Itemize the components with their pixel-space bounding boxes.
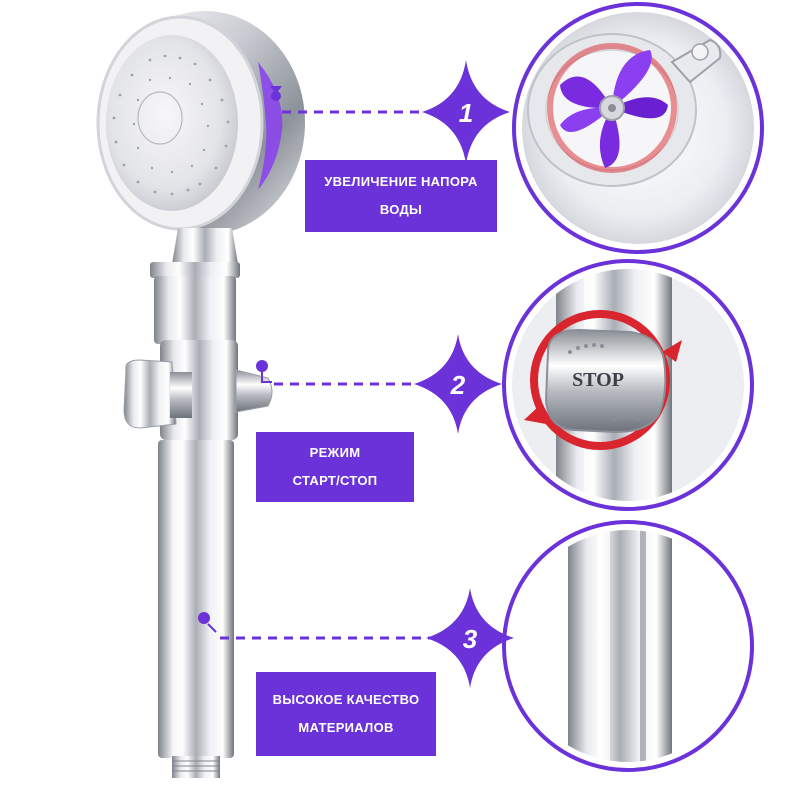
stop-button-icon: STOP (524, 310, 682, 450)
shower-thread-end (172, 756, 220, 778)
feature-3-label: ВЫСОКОЕ КАЧЕСТВО МАТЕРИАЛОВ (256, 672, 436, 756)
shower-upper-body (154, 276, 236, 344)
feature-3-label-line2: МАТЕРИАЛОВ (298, 720, 394, 735)
feature-1-label: УВЕЛИЧЕНИЕ НАПОРА ВОДЫ (305, 160, 497, 232)
nozzle-dots (112, 54, 230, 196)
badge-2-star (414, 334, 502, 434)
feature-1-label-line2: ВОДЫ (379, 202, 423, 217)
nozzle-center-ring (137, 91, 183, 145)
badge-2-number: 2 (450, 370, 466, 400)
pointer-3-dot (198, 612, 210, 624)
pointer-1-dot (271, 91, 281, 101)
switch-stop-button (235, 369, 273, 413)
pointer-2-dot (256, 360, 268, 372)
detail-circle-1 (512, 2, 764, 254)
detail-circle-3 (502, 520, 754, 772)
switch-left-knob (123, 359, 177, 429)
badge-3-star (426, 588, 514, 688)
feature-3-label-line1: ВЫСОКОЕ КАЧЕСТВО (272, 692, 420, 707)
feature-2-label-line1: РЕЖИМ (309, 445, 361, 460)
shower-neck (172, 228, 238, 264)
badge-1-number: 1 (459, 98, 473, 128)
badge-2: 2 (414, 334, 502, 434)
connector-1 (270, 86, 440, 114)
feature-1-label-line1: УВЕЛИЧЕНИЕ НАПОРА (324, 174, 478, 189)
stop-text: STOP (572, 369, 624, 391)
chrome-handle-icon (512, 530, 744, 762)
shower-collar (150, 262, 240, 278)
badge-3: 3 (426, 588, 514, 688)
detail-circle-2: STOP (502, 259, 754, 511)
pointer-1-arrow (270, 86, 282, 94)
feature-2-label-line2: СТАРТ/СТОП (292, 473, 378, 488)
shower-head-nozzle-plate (106, 35, 238, 211)
turbine-fan-icon (547, 43, 677, 173)
handle-highlight (172, 440, 180, 758)
badge-1: 1 (422, 60, 510, 164)
feature-2-label: РЕЖИМ СТАРТ/СТОП (256, 432, 414, 502)
thread-lines (172, 760, 220, 772)
connector-3 (198, 612, 444, 640)
badge-1-star (422, 60, 510, 164)
connector-2 (256, 360, 432, 386)
switch-left-collar (170, 372, 192, 418)
badge-3-number: 3 (463, 624, 478, 654)
shower-handle (158, 440, 234, 758)
shower-product (96, 11, 305, 778)
